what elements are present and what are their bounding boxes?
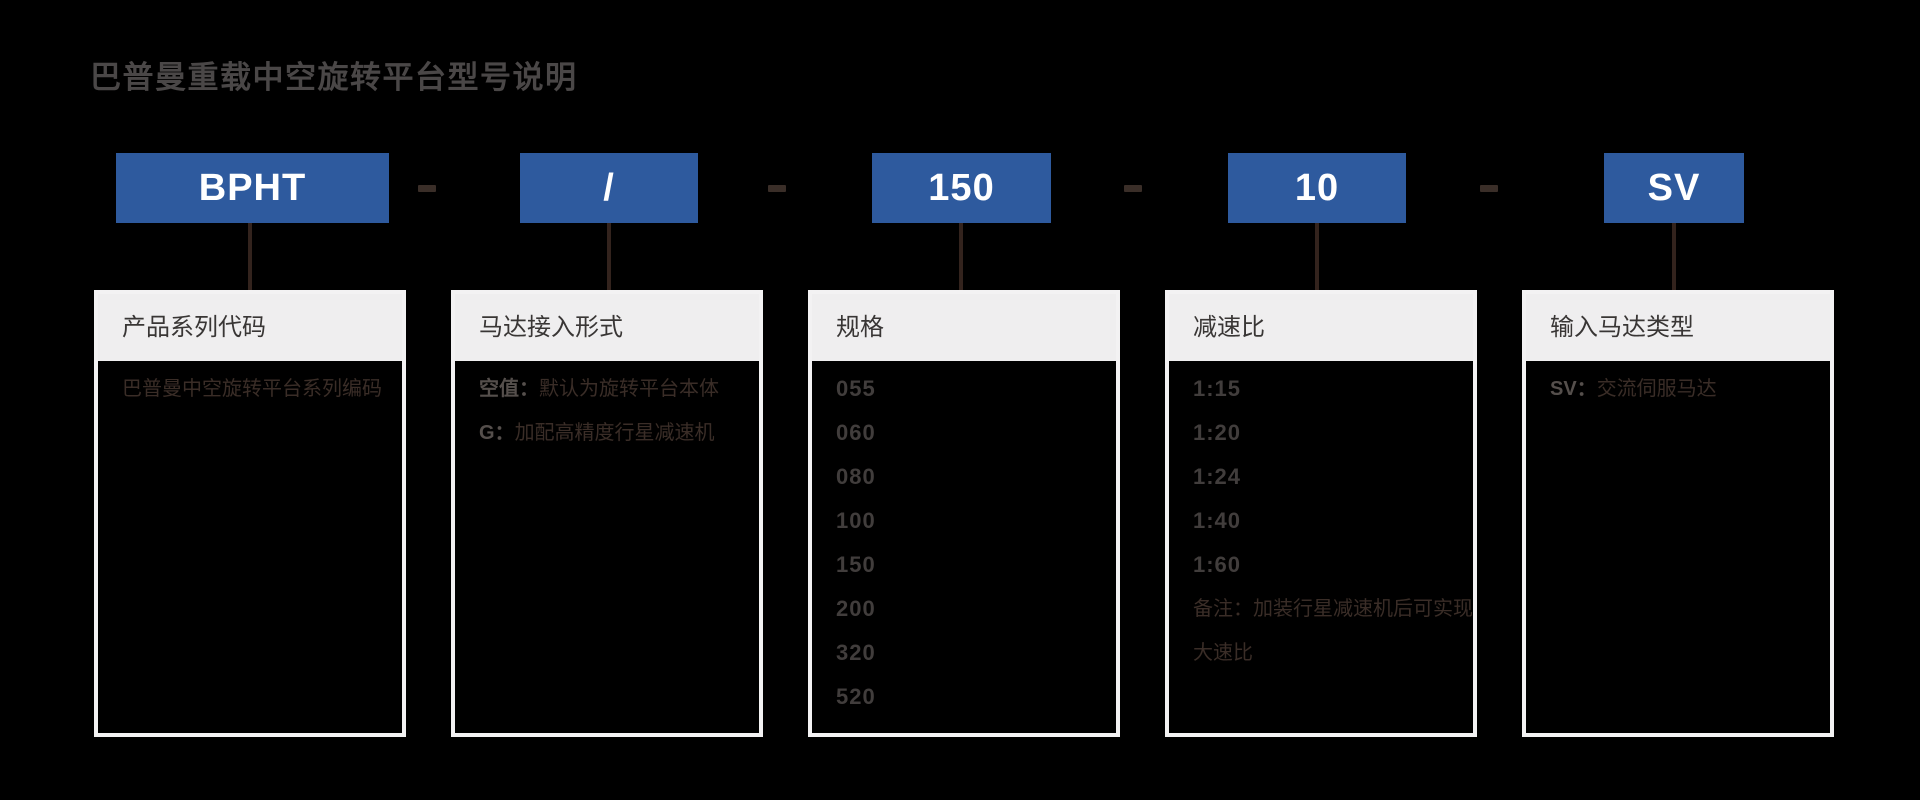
spec-value: 100 xyxy=(836,508,876,533)
page-title: 巴普曼重载中空旋转平台型号说明 xyxy=(90,60,578,95)
ratio-value: 1:40 xyxy=(1193,508,1242,533)
ratio-note: 大速比 xyxy=(1193,642,1253,664)
panel-product-series-code: 产品系列代码 巴普曼中空旋转平台系列编码 xyxy=(94,290,406,737)
panel-title: 规格 xyxy=(812,294,1116,361)
model-segment-motor-interface: / xyxy=(520,153,698,223)
connector-line xyxy=(1315,223,1319,290)
spec-value: 520 xyxy=(836,684,876,709)
panel-body: 巴普曼中空旋转平台系列编码 xyxy=(98,361,402,411)
connector-line xyxy=(1672,223,1676,290)
spec-value: 320 xyxy=(836,640,876,665)
dash-separator-icon xyxy=(418,185,436,192)
connector-line xyxy=(959,223,963,290)
dash-separator-icon xyxy=(768,185,786,192)
connector-line xyxy=(248,223,252,290)
panel-body: 1:15 1:20 1:24 1:40 1:60 备注：加装行星减速机后可实现 … xyxy=(1169,361,1473,675)
spec-value: 080 xyxy=(836,464,876,489)
panel-body: 055 060 080 100 150 200 320 520 xyxy=(812,361,1116,719)
dash-separator-icon xyxy=(1480,185,1498,192)
panel-body: 空值：默认为旋转平台本体 G：加配高精度行星减速机 xyxy=(455,361,759,455)
panel-title: 减速比 xyxy=(1169,294,1473,361)
panel-title: 输入马达类型 xyxy=(1526,294,1830,361)
panel-title: 产品系列代码 xyxy=(98,294,402,361)
ratio-value: 1:24 xyxy=(1193,464,1242,489)
panel-line: 空值：默认为旋转平台本体 xyxy=(479,378,719,400)
panel-line: 巴普曼中空旋转平台系列编码 xyxy=(122,378,382,400)
panel-reduction-ratio: 减速比 1:15 1:20 1:24 1:40 1:60 备注：加装行星减速机后… xyxy=(1165,290,1477,737)
dash-separator-icon xyxy=(1124,185,1142,192)
spec-value: 060 xyxy=(836,420,876,445)
panel-input-motor-type: 输入马达类型 SV：交流伺服马达 xyxy=(1522,290,1834,737)
spec-value: 055 xyxy=(836,376,876,401)
ratio-value: 1:15 xyxy=(1193,376,1242,401)
ratio-value: 1:20 xyxy=(1193,420,1242,445)
connector-line xyxy=(607,223,611,290)
model-segment-ratio: 10 xyxy=(1228,153,1406,223)
panel-motor-interface: 马达接入形式 空值：默认为旋转平台本体 G：加配高精度行星减速机 xyxy=(451,290,763,737)
ratio-note: 备注：加装行星减速机后可实现 xyxy=(1193,598,1473,620)
model-segment-size: 150 xyxy=(872,153,1051,223)
panel-title: 马达接入形式 xyxy=(455,294,759,361)
panel-specification: 规格 055 060 080 100 150 200 320 520 xyxy=(808,290,1120,737)
panel-line: SV：交流伺服马达 xyxy=(1550,378,1717,400)
panel-body: SV：交流伺服马达 xyxy=(1526,361,1830,411)
ratio-value: 1:60 xyxy=(1193,552,1242,577)
spec-value: 150 xyxy=(836,552,876,577)
spec-value: 200 xyxy=(836,596,876,621)
model-segment-series: BPHT xyxy=(116,153,389,223)
panel-line: G：加配高精度行星减速机 xyxy=(479,422,715,444)
model-segment-motor-type: SV xyxy=(1604,153,1744,223)
